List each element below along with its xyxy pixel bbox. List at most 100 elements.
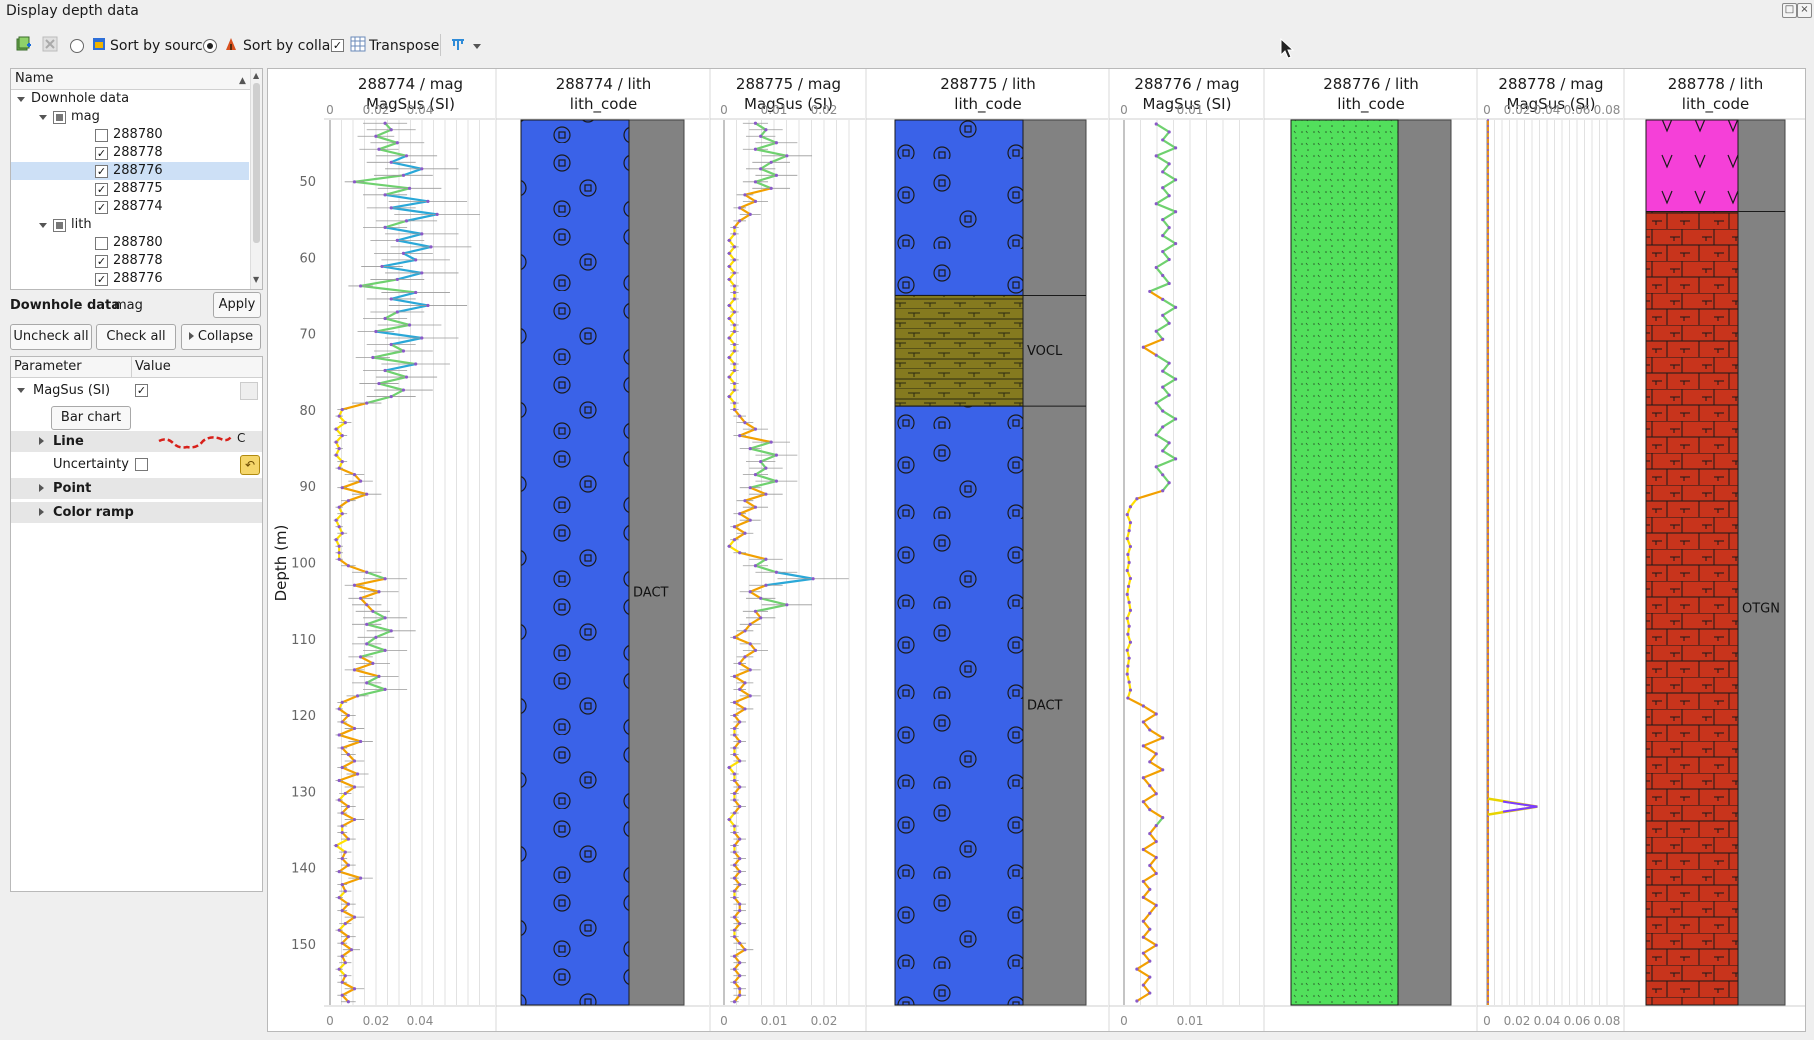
tree-header[interactable]: Name ▲ [11, 69, 262, 90]
tree-checkbox[interactable]: ✓ [95, 273, 108, 286]
tree-checkbox[interactable]: ✓ [95, 201, 108, 214]
data-segment [749, 447, 777, 457]
tree-checkbox[interactable] [95, 237, 108, 250]
close-icon[interactable]: × [1797, 3, 1812, 18]
expand-point-icon[interactable] [39, 484, 44, 492]
uncheck-all-button[interactable]: Uncheck all [10, 324, 92, 350]
transpose-label[interactable]: Transpose [369, 38, 440, 54]
tree-checkbox[interactable] [95, 129, 108, 142]
expand-icon[interactable] [17, 388, 25, 393]
reset-icon[interactable] [240, 382, 258, 400]
data-segment [1148, 904, 1158, 915]
data-point [1487, 971, 1489, 973]
check-all-button[interactable]: Check all [96, 324, 176, 350]
expand-icon[interactable] [39, 223, 47, 228]
data-point [1487, 857, 1489, 859]
tree-checkbox[interactable]: ✓ [95, 165, 108, 178]
color-ramp-row[interactable]: Color ramp [11, 502, 262, 523]
layout-menu-icon[interactable] [450, 36, 466, 52]
data-segment [1155, 258, 1170, 269]
depth-plot-svg[interactable]: Depth (m)5060708090100110120130140150288… [268, 69, 1805, 1031]
data-point [340, 883, 344, 887]
data-point [1148, 760, 1152, 764]
tree-item[interactable]: ✓288774 [11, 198, 249, 216]
remove-layer-icon[interactable] [42, 36, 58, 52]
data-point [1161, 736, 1165, 740]
data-point [343, 961, 347, 965]
data-segment [733, 532, 746, 541]
tree-checkbox[interactable]: ✓ [95, 147, 108, 160]
tree-group[interactable]: lith [11, 216, 249, 234]
data-point [1487, 221, 1489, 223]
add-layer-icon[interactable] [16, 36, 32, 52]
expand-line-icon[interactable] [39, 437, 44, 445]
tree-scrollbar[interactable]: ▲ ▼ [250, 69, 262, 289]
undo-icon[interactable]: ↶ [240, 455, 260, 475]
tree-item[interactable]: ✓288776 [11, 270, 249, 288]
data-point [1126, 552, 1130, 557]
uncertainty-row[interactable]: Uncertainty ↶ [11, 454, 262, 475]
bar-chart-button[interactable]: Bar chart [51, 406, 131, 430]
magsus-row[interactable]: MagSus (SI) ✓ [11, 380, 262, 401]
tree-item[interactable]: ✓288775 [11, 180, 249, 198]
data-point [1154, 202, 1158, 206]
expand-icon[interactable] [17, 97, 25, 102]
tree-checkbox[interactable]: ✓ [95, 255, 108, 268]
data-segment [341, 877, 361, 886]
tree-group[interactable]: mag [11, 108, 249, 126]
expand-icon[interactable] [39, 115, 47, 120]
line-row[interactable]: Line C [11, 431, 262, 452]
data-segment [744, 493, 767, 502]
data-segment [344, 916, 356, 925]
point-row[interactable]: Point [11, 478, 262, 499]
data-point [1141, 345, 1145, 349]
data-point [1487, 731, 1489, 733]
tree-item[interactable]: 288780 [11, 126, 249, 144]
data-point [352, 785, 357, 789]
restore-icon[interactable]: □ [1782, 3, 1797, 18]
data-segment [390, 389, 404, 398]
sort-by-collar-radio[interactable] [203, 39, 217, 53]
data-point [1487, 347, 1489, 349]
collapse-button[interactable]: Collapse [181, 324, 261, 350]
line-style-preview[interactable] [157, 433, 247, 451]
uncertainty-checkbox[interactable] [135, 458, 148, 471]
tree-checkbox[interactable] [53, 111, 66, 124]
data-point [1161, 313, 1165, 317]
data-segment [341, 981, 355, 990]
data-point [340, 720, 344, 724]
expand-color-ramp-icon[interactable] [39, 508, 44, 516]
data-point [371, 609, 375, 613]
data-point [732, 349, 737, 353]
tree-item[interactable]: 288780 [11, 234, 249, 252]
tree-checkbox[interactable]: ✓ [95, 183, 108, 196]
tree-item[interactable]: ✓288778 [11, 252, 249, 270]
data-point [1487, 845, 1489, 847]
data-point [352, 473, 357, 477]
transpose-checkbox[interactable]: ✓ [331, 39, 344, 52]
scrollbar-thumb[interactable] [253, 83, 260, 243]
chevron-down-icon[interactable] [473, 44, 481, 49]
sort-by-source-label[interactable]: Sort by source [110, 38, 212, 54]
data-point [1487, 197, 1489, 199]
data-point [1487, 635, 1489, 637]
tree-item[interactable]: ✓288776 [11, 162, 249, 180]
data-point [1487, 371, 1489, 373]
data-point [401, 388, 406, 392]
data-spike-tip [1502, 800, 1538, 813]
sort-by-source-radio[interactable] [70, 39, 84, 53]
tree-item[interactable]: ✓288778 [11, 144, 249, 162]
data-point [738, 219, 742, 223]
data-spike [1487, 797, 1538, 816]
sort-by-collar-label[interactable]: Sort by collar [243, 38, 337, 54]
magsus-checkbox[interactable]: ✓ [135, 384, 148, 397]
data-point [337, 414, 341, 418]
data-point [352, 180, 357, 184]
data-segment [1148, 856, 1158, 867]
tree-checkbox[interactable] [53, 219, 66, 232]
tree-group[interactable]: Downhole data [11, 90, 249, 108]
depth-tick-label: 70 [299, 328, 316, 343]
point-label: Point [53, 481, 92, 496]
apply-button[interactable]: Apply [213, 292, 261, 318]
